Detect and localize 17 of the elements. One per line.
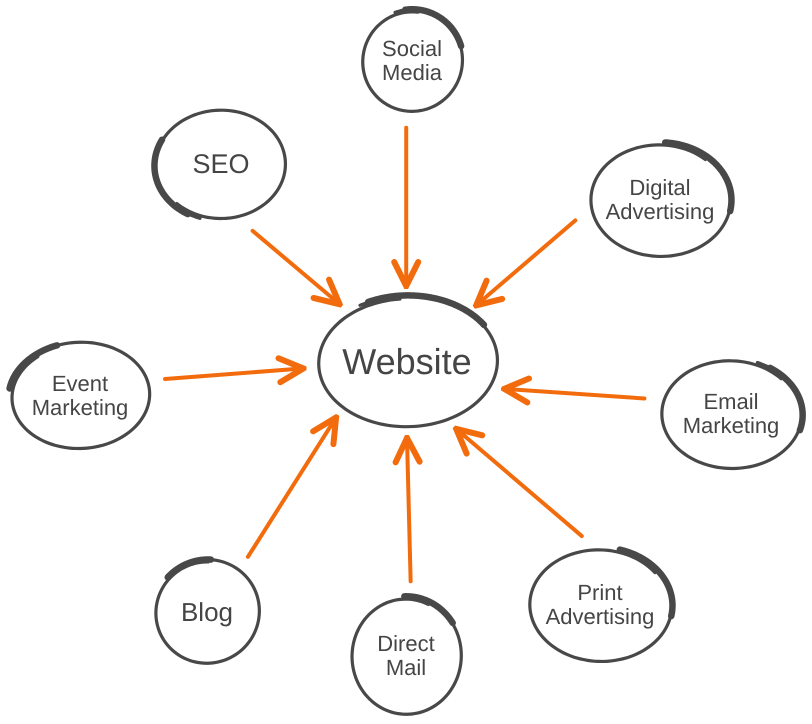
node-label: Print Advertising bbox=[546, 581, 654, 629]
arrow bbox=[250, 228, 343, 308]
arrow bbox=[473, 218, 578, 308]
node-label: Event Marketing bbox=[32, 372, 128, 420]
arrow bbox=[453, 426, 584, 538]
node-label: Social Media bbox=[382, 37, 442, 85]
node-label: Email Marketing bbox=[682, 390, 780, 438]
arrow bbox=[391, 126, 422, 289]
node-label: Digital Advertising bbox=[606, 176, 714, 224]
node-label: Blog bbox=[180, 598, 234, 626]
node-label: SEO bbox=[192, 150, 250, 180]
node-label: Website bbox=[342, 342, 472, 382]
arrow bbox=[501, 376, 646, 406]
arrow bbox=[392, 435, 423, 584]
arrow bbox=[163, 355, 306, 386]
arrow bbox=[246, 414, 340, 559]
node-label: Direct Mail bbox=[377, 632, 435, 680]
